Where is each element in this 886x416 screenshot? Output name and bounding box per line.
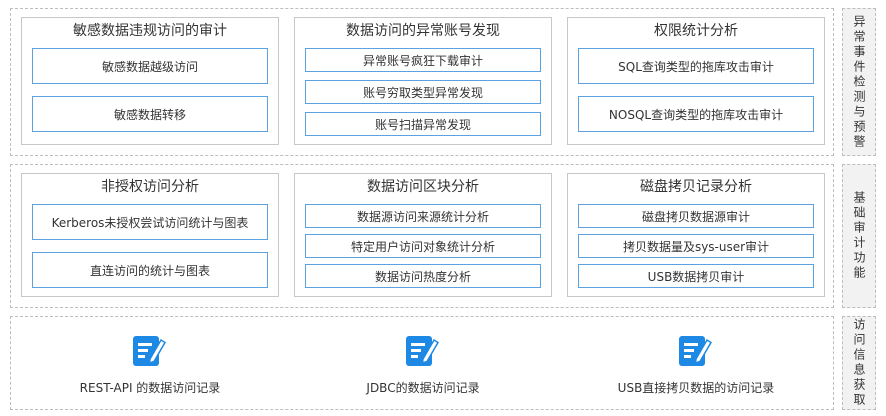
module-access-block: 数据访问区块分析 数据源访问来源统计分析 特定用户访问对象统计分析 数据访问热度… [294,173,552,297]
module-title: 磁盘拷贝记录分析 [640,179,752,195]
row-basic-audit: 非授权访问分析 Kerberos未授权尝试访问统计与图表 直连访问的统计与图表 … [10,164,834,308]
source-label: REST-API 的数据访问记录 [79,381,221,395]
module-title: 权限统计分析 [654,23,738,39]
module-title: 数据访问的异常账号发现 [346,23,500,39]
item-box: Kerberos未授权尝试访问统计与图表 [32,204,268,240]
item-box: SQL查询类型的拖库攻击审计 [578,48,814,84]
row-access-info: REST-API 的数据访问记录 JDBC的数据访问记录 USB直接拷贝数据的访… [10,316,834,410]
edit-document-icon [679,336,713,366]
edit-document-icon [406,336,440,366]
module-permission-stats: 权限统计分析 SQL查询类型的拖库攻击审计 NOSQL查询类型的拖库攻击审计 [567,17,825,145]
item-box: NOSQL查询类型的拖库攻击审计 [578,96,814,132]
item-box: 敏感数据越级访问 [32,48,268,84]
source-label: JDBC的数据访问记录 [366,381,480,395]
source-jdbc: JDBC的数据访问记录 [294,327,552,399]
item-box: 数据源访问来源统计分析 [305,204,541,228]
source-rest-api: REST-API 的数据访问记录 [21,327,279,399]
module-title: 数据访问区块分析 [367,179,479,195]
source-usb: USB直接拷贝数据的访问记录 [567,327,825,399]
item-box: 异常账号疯狂下载审计 [305,48,541,72]
item-box: 账号穷取类型异常发现 [305,80,541,104]
item-box: 敏感数据转移 [32,96,268,132]
item-box: 直连访问的统计与图表 [32,252,268,288]
source-label: USB直接拷贝数据的访问记录 [617,381,775,395]
item-box: 磁盘拷贝数据源审计 [578,204,814,228]
module-title: 非授权访问分析 [101,179,199,195]
side-label-basic: 基础审计功能 [842,164,876,308]
module-disk-copy: 磁盘拷贝记录分析 磁盘拷贝数据源审计 拷贝数据量及sys-user审计 USB数… [567,173,825,297]
side-label-text: 访问信息获取 [852,318,866,408]
module-sensitive-data-audit: 敏感数据违规访问的审计 敏感数据越级访问 敏感数据转移 [21,17,279,145]
module-unauthorized-access: 非授权访问分析 Kerberos未授权尝试访问统计与图表 直连访问的统计与图表 [21,173,279,297]
edit-document-icon [133,336,167,366]
side-label-text: 基础审计功能 [852,191,866,281]
side-label-text: 异常事件检测与预警 [852,14,866,150]
row-anomaly-detection: 敏感数据违规访问的审计 敏感数据越级访问 敏感数据转移 数据访问的异常账号发现 … [10,8,834,156]
side-label-access-info: 访问信息获取 [842,316,876,410]
item-box: 账号扫描异常发现 [305,112,541,136]
item-box: 拷贝数据量及sys-user审计 [578,234,814,258]
module-title: 敏感数据违规访问的审计 [73,23,227,39]
item-box: 数据访问热度分析 [305,264,541,288]
item-box: 特定用户访问对象统计分析 [305,234,541,258]
module-abnormal-account: 数据访问的异常账号发现 异常账号疯狂下载审计 账号穷取类型异常发现 账号扫描异常… [294,17,552,145]
side-label-anomaly: 异常事件检测与预警 [842,8,876,156]
item-box: USB数据拷贝审计 [578,264,814,288]
